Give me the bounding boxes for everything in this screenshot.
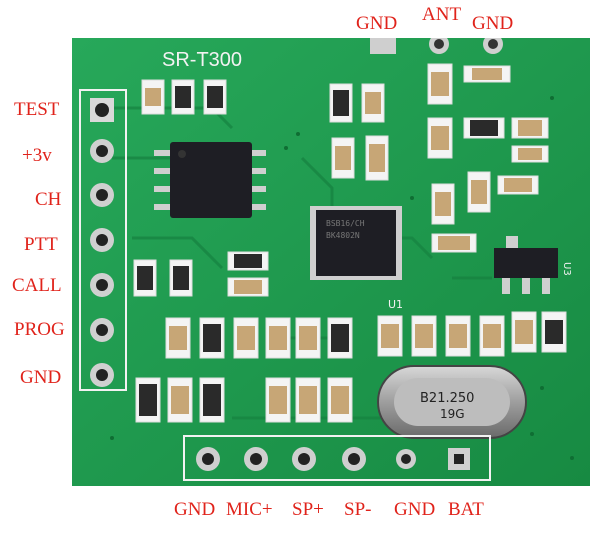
pin-label-ch: CH: [35, 189, 62, 210]
pcb-board-photo: SR-T300 BSB16/CH BK4802N B21.250 19G U1 …: [72, 38, 590, 486]
svg-text:U1: U1: [388, 298, 403, 311]
svg-text:B21.250: B21.250: [420, 391, 474, 406]
pin-label-call: CALL: [12, 275, 62, 296]
vias: [110, 96, 574, 460]
pin-label-gnd-top-1: GND: [356, 13, 398, 34]
pin-label-sp-minus: SP-: [344, 499, 372, 520]
svg-text:BSB16/CH: BSB16/CH: [326, 219, 365, 228]
left-header: [79, 89, 127, 391]
pin-label-ptt: PTT: [24, 234, 58, 255]
board-title: SR-T300: [162, 49, 242, 71]
pin-label-gnd-left: GND: [20, 367, 62, 388]
top-pads: [370, 38, 503, 54]
left-pads: [90, 98, 114, 387]
crystal-oscillator: B21.250 19G: [377, 365, 527, 439]
pin-label-3v: +3v: [22, 145, 52, 166]
bottom-header: [183, 435, 491, 481]
regulator-chip: [494, 236, 558, 294]
pin-label-sp-plus: SP+: [292, 499, 324, 520]
svg-text:BK4802N: BK4802N: [326, 231, 360, 240]
passive-components: [133, 63, 567, 423]
pin-label-gnd-bottom-2: GND: [394, 499, 436, 520]
svg-text:19G: 19G: [440, 407, 465, 421]
pin-label-ant: ANT: [422, 4, 462, 25]
qfn-chip: BSB16/CH BK4802N: [310, 206, 402, 280]
svg-text:U3: U3: [561, 262, 572, 276]
pin-label-gnd-bottom-1: GND: [174, 499, 216, 520]
pin-label-bat: BAT: [448, 499, 484, 520]
pin-label-prog: PROG: [14, 319, 65, 340]
soic-chip: [154, 142, 266, 218]
pin-label-mic: MIC+: [226, 499, 273, 520]
pin-label-gnd-top-2: GND: [472, 13, 514, 34]
pin-label-test: TEST: [14, 99, 60, 120]
